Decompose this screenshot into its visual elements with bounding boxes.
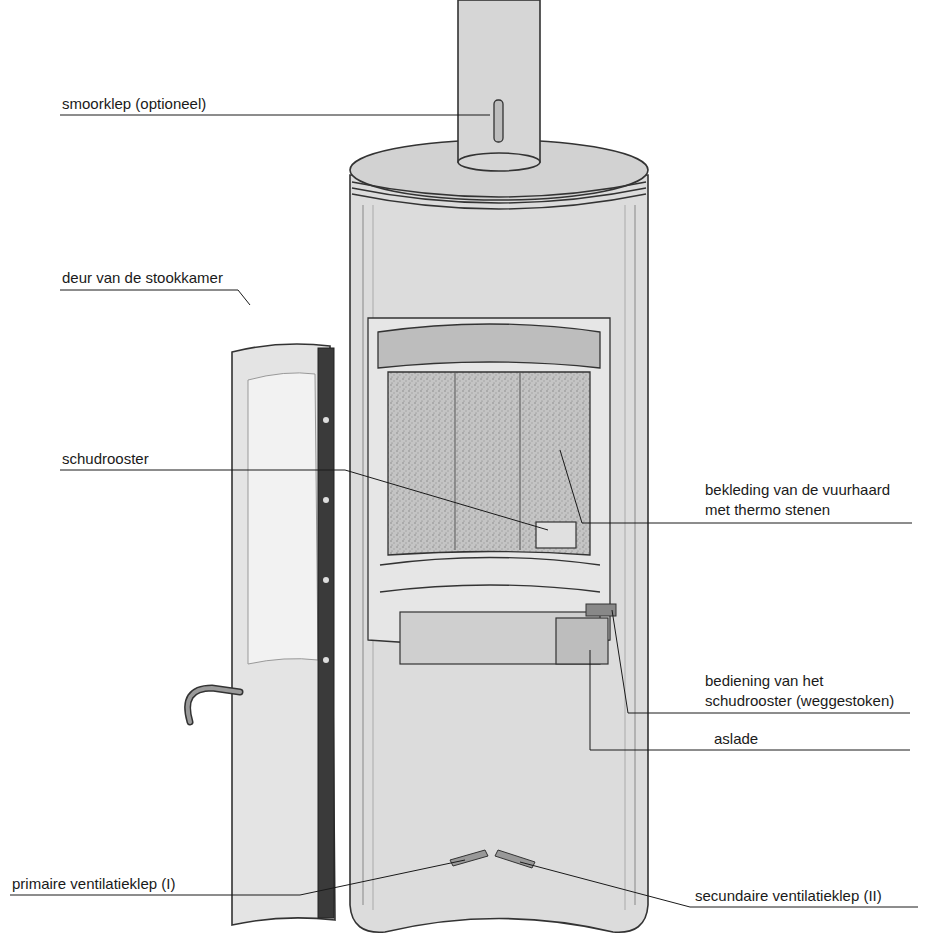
- part-label: deur van de stookkamer: [62, 268, 302, 288]
- top-groove: [352, 182, 646, 197]
- leader-lines: [10, 115, 918, 907]
- leader-line: [60, 470, 548, 530]
- leader-line: [60, 290, 250, 305]
- door-handle: [188, 688, 240, 722]
- top-groove: [352, 194, 646, 209]
- flue-collar: [458, 153, 540, 171]
- ash-drawer: [556, 618, 608, 664]
- door-handle: [188, 688, 240, 722]
- leader-line: [60, 115, 490, 116]
- secondary-vent: [495, 850, 535, 868]
- part-label: bekleding van de vuurhaard met thermo st…: [705, 480, 897, 520]
- screw: [323, 657, 329, 663]
- leader-line: [612, 610, 910, 713]
- part-label: bediening van het schudrooster (weggesto…: [705, 671, 897, 711]
- part-label: schudrooster: [62, 449, 262, 469]
- body-edge: [635, 205, 636, 905]
- grate: [536, 522, 576, 548]
- baffle-plate: [378, 324, 600, 368]
- damper-handle: [494, 100, 503, 142]
- screw: [323, 577, 329, 583]
- stove-body: [350, 175, 648, 932]
- door-glass: [248, 373, 318, 664]
- door: [232, 344, 335, 925]
- door-hinge-strip: [318, 348, 334, 918]
- part-label: aslade: [714, 729, 864, 749]
- leader-line: [590, 650, 910, 750]
- primary-vent: [450, 850, 488, 866]
- brick-joint: [520, 372, 521, 550]
- grate-control: [586, 604, 616, 616]
- leader-line: [10, 860, 465, 895]
- part-label: smoorklep (optioneel): [62, 94, 362, 114]
- screw: [323, 497, 329, 503]
- leader-line: [560, 450, 912, 523]
- body-edge: [363, 205, 364, 905]
- front-frame: [368, 318, 610, 645]
- top-groove: [352, 188, 646, 203]
- front-band: [380, 585, 600, 592]
- fire-bricks: [388, 372, 590, 555]
- flue-pipe: [458, 0, 540, 162]
- screw: [323, 417, 329, 423]
- front-band: [380, 558, 600, 566]
- brick-joint: [455, 372, 456, 550]
- part-label: primaire ventilatieklep (I): [12, 874, 312, 894]
- body-edge: [625, 205, 626, 910]
- part-label: secundaire ventilatieklep (II): [695, 886, 925, 906]
